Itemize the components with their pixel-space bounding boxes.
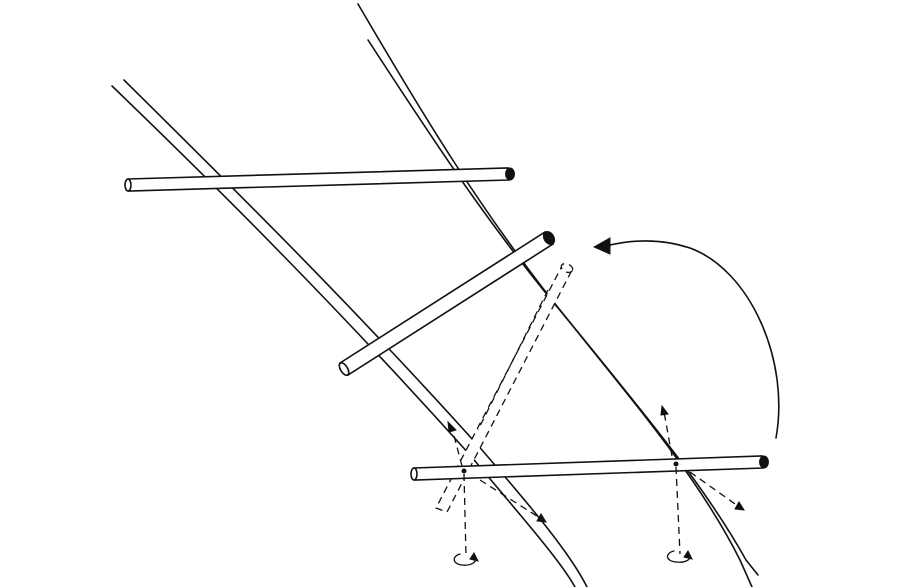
- ghost-rung-body: [435, 265, 573, 513]
- rails: [111, 3, 759, 587]
- middle-rung-left-end: [338, 361, 350, 377]
- left-slide-arrows: [447, 420, 547, 523]
- right-pivot-rotation-arrowhead: [683, 550, 693, 560]
- left-slide-up-arrowhead: [447, 420, 457, 433]
- left-rail-inner: [123, 79, 588, 587]
- right-slide-down-arrowhead: [734, 501, 745, 511]
- right-slide-up-line: [663, 411, 673, 457]
- left-rail-outer: [111, 85, 576, 587]
- curved-rotation-arrow-line: [605, 240, 780, 439]
- left-pivot: [453, 468, 479, 566]
- left-slide-down-line: [479, 479, 541, 519]
- left-pivot-rotation-arrowhead: [469, 552, 479, 562]
- middle-rung-right-end: [542, 230, 556, 246]
- curved-rotation-arrow: [592, 237, 780, 439]
- ghost-rung-top-end: [560, 262, 574, 274]
- ghost-rung-mid-dash: [477, 289, 549, 431]
- bottom-rung-right-end: [759, 455, 769, 469]
- right-slide-arrows: [660, 404, 745, 511]
- right-slide-down-line: [689, 471, 739, 507]
- right-rail-inner: [367, 39, 759, 576]
- top-rung-left-end: [124, 178, 132, 192]
- left-slide-up-line: [451, 427, 463, 467]
- left-pivot-dot: [461, 468, 467, 474]
- top-rung: [124, 167, 515, 192]
- left-pivot-axis: [463, 473, 467, 557]
- right-pivot-dot: [673, 461, 679, 467]
- ghost-rung: [435, 262, 574, 513]
- right-pivot-axis: [675, 466, 681, 555]
- right-slide-up-arrowhead: [660, 404, 669, 416]
- bottom-rung-left-end: [410, 467, 418, 481]
- top-rung-right-end: [505, 167, 515, 181]
- middle-rung: [338, 230, 556, 377]
- curved-rotation-arrowhead: [592, 237, 611, 255]
- left-slide-down-arrowhead: [536, 513, 547, 523]
- right-pivot: [666, 461, 693, 563]
- top-rung-body: [127, 167, 510, 192]
